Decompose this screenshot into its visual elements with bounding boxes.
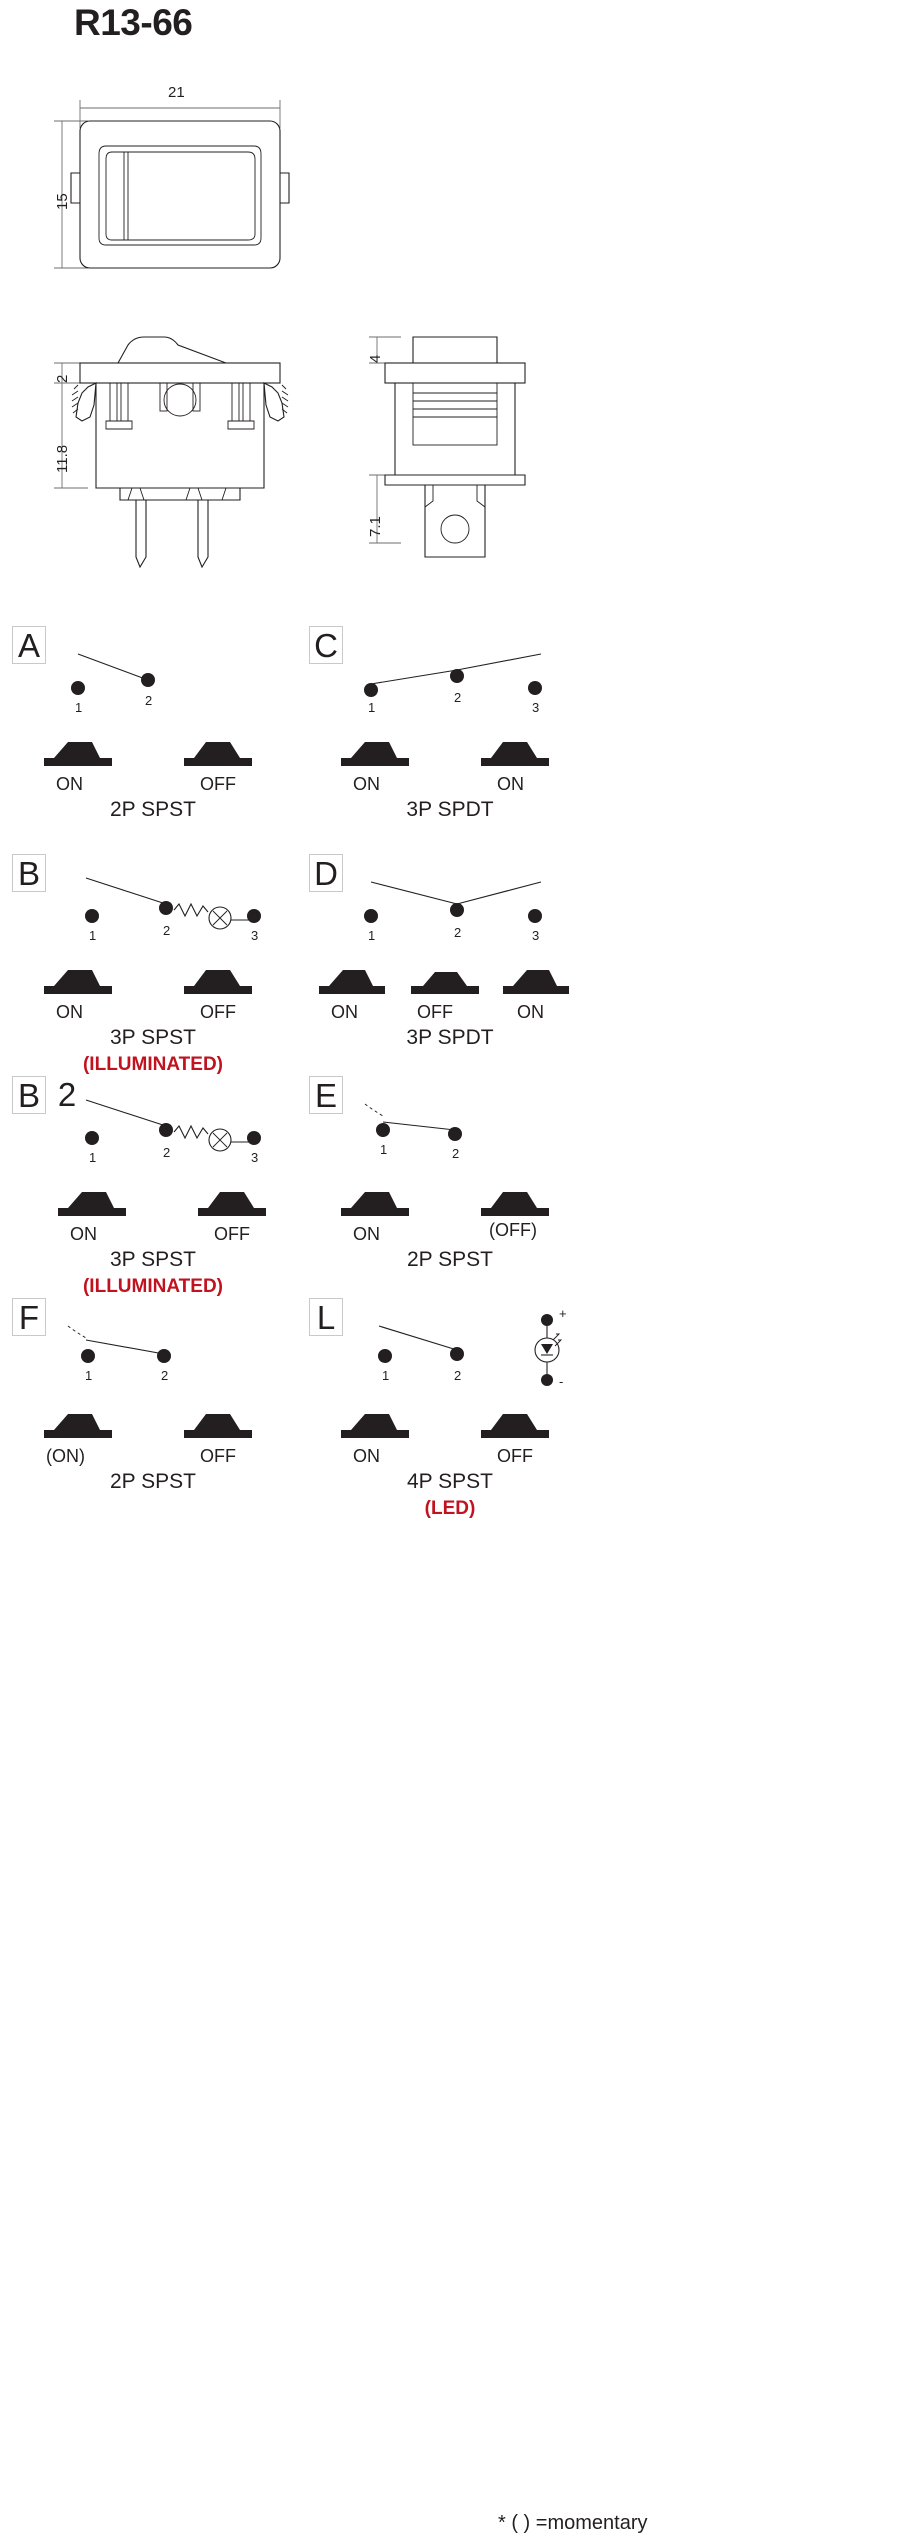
panel-d-rockers	[305, 958, 595, 1004]
pin-label: 2	[163, 1145, 170, 1160]
pin-label: 1	[85, 1368, 92, 1383]
pin-label: 1	[368, 700, 375, 715]
panel-c-type: 3P SPDT	[406, 798, 494, 821]
panel-a-type: 2P SPST	[110, 798, 196, 821]
panel-b2-type: 3P SPST	[110, 1248, 196, 1271]
panel-e-rockers	[305, 1180, 595, 1226]
panel-b2-schematic: 1 2 3	[54, 1082, 284, 1165]
dim-top-height: 15	[54, 193, 71, 210]
panel-a-code: A	[12, 626, 46, 664]
panel-l-code: L	[309, 1298, 343, 1336]
panel-b2-state-1: OFF	[214, 1224, 250, 1244]
pin-label: 1	[75, 700, 82, 715]
panel-a-state-0: ON	[56, 774, 83, 794]
panel-f-state-0: (ON)	[46, 1446, 85, 1466]
panel-b2-sub: (ILLUMINATED)	[82, 1276, 223, 1297]
panel-b-state-1: OFF	[200, 1002, 236, 1022]
pin-label: 3	[251, 928, 258, 943]
panel-c-code: C	[309, 626, 343, 664]
pin-label: 2	[454, 925, 461, 940]
pin-label: 2	[161, 1368, 168, 1383]
panel-d-state-0: ON	[331, 1002, 358, 1022]
pin-label: 2	[452, 1146, 459, 1161]
pin-label: 1	[382, 1368, 389, 1383]
panel-d-state-2: ON	[517, 1002, 544, 1022]
side-view-drawing: 4 7.1	[355, 325, 555, 575]
panel-b2-rockers	[8, 1180, 298, 1226]
panel-e-code: E	[309, 1076, 343, 1114]
pin-label: 2	[454, 1368, 461, 1383]
dim-side-bezel: 4	[367, 354, 384, 363]
led-minus-label: -	[559, 1374, 563, 1389]
pin-label: 3	[251, 1150, 258, 1165]
panel-b-code: B	[12, 854, 46, 892]
panel-f-schematic: 1 2	[48, 1304, 248, 1384]
dim-top-width: 21	[168, 84, 185, 101]
panel-c-rockers	[305, 730, 595, 776]
panel-c-schematic: 1 2 3	[345, 632, 575, 715]
panel-c: C 1 2 3 ON ON	[305, 622, 595, 822]
panel-l-schematic: 1 2 + -	[345, 1304, 605, 1394]
panel-b2: B 2 1 2 3	[8, 1072, 298, 1312]
panel-b-state-0: ON	[56, 1002, 83, 1022]
panel-c-state-1: ON	[497, 774, 524, 794]
panel-d-code: D	[309, 854, 343, 892]
panel-l-state-0: ON	[353, 1446, 380, 1466]
panel-b-sub: (ILLUMINATED)	[82, 1054, 223, 1075]
panel-e-schematic: 1 2	[345, 1082, 545, 1162]
pin-label: 3	[532, 700, 539, 715]
front-view-drawing: 2 11.8	[40, 325, 300, 575]
panel-l: L 1 2 +	[305, 1294, 595, 1519]
panel-b2-state-0: ON	[70, 1224, 97, 1244]
panel-l-rockers	[305, 1402, 595, 1448]
panel-e: E 1 2 ON (OFF) 2P SPST	[305, 1072, 595, 1272]
dim-front-body: 11.8	[54, 444, 71, 473]
footnote: * ( ) =momentary	[498, 2512, 648, 2534]
panel-f-state-1: OFF	[200, 1446, 236, 1466]
panel-f-code: F	[12, 1298, 46, 1336]
pin-label: 3	[532, 928, 539, 943]
dim-side-terminal: 7.1	[367, 516, 384, 537]
pin-label: 1	[89, 1150, 96, 1165]
panel-e-state-1: (OFF)	[489, 1220, 537, 1240]
pin-label: 1	[380, 1142, 387, 1157]
panel-d-type: 3P SPDT	[406, 1026, 494, 1049]
panel-d-schematic: 1 2 3	[345, 860, 575, 943]
top-view-drawing: 21 15	[40, 84, 300, 288]
panel-l-sub: (LED)	[424, 1498, 476, 1519]
panel-a-rockers	[8, 730, 298, 776]
panel-b2-code: B	[12, 1076, 46, 1114]
panel-l-state-1: OFF	[497, 1446, 533, 1466]
panel-d-state-1: OFF	[417, 1002, 453, 1022]
panel-b2-code2: 2	[57, 1076, 77, 1113]
panel-b-rockers	[8, 958, 298, 1004]
panel-e-state-0: ON	[353, 1224, 380, 1244]
pin-label: 2	[454, 690, 461, 705]
pin-label: 2	[145, 693, 152, 708]
pin-label: 2	[163, 923, 170, 938]
panel-a-state-1: OFF	[200, 774, 236, 794]
panel-a-schematic: 1 2	[48, 632, 248, 715]
panel-b-schematic: 1 2 3	[48, 860, 278, 943]
panel-f-type: 2P SPST	[110, 1470, 196, 1493]
pin-label: 1	[89, 928, 96, 943]
panel-c-state-0: ON	[353, 774, 380, 794]
panel-f-rockers	[8, 1402, 298, 1448]
dim-front-bezel: 2	[54, 374, 71, 383]
panel-d: D 1 2 3 ON	[305, 850, 595, 1050]
pin-label: 1	[368, 928, 375, 943]
panel-b: B 1 2 3	[8, 850, 298, 1090]
panel-a: A 1 2 ON OFF 2P SPST	[8, 622, 298, 822]
led-plus-label: +	[559, 1306, 567, 1321]
panel-e-type: 2P SPST	[407, 1248, 493, 1271]
panel-f: F 1 2 (ON) OFF 2P SPST	[8, 1294, 298, 1494]
panel-b-type: 3P SPST	[110, 1026, 196, 1049]
panel-l-type: 4P SPST	[407, 1470, 493, 1493]
page-title: R13-66	[74, 2, 193, 43]
